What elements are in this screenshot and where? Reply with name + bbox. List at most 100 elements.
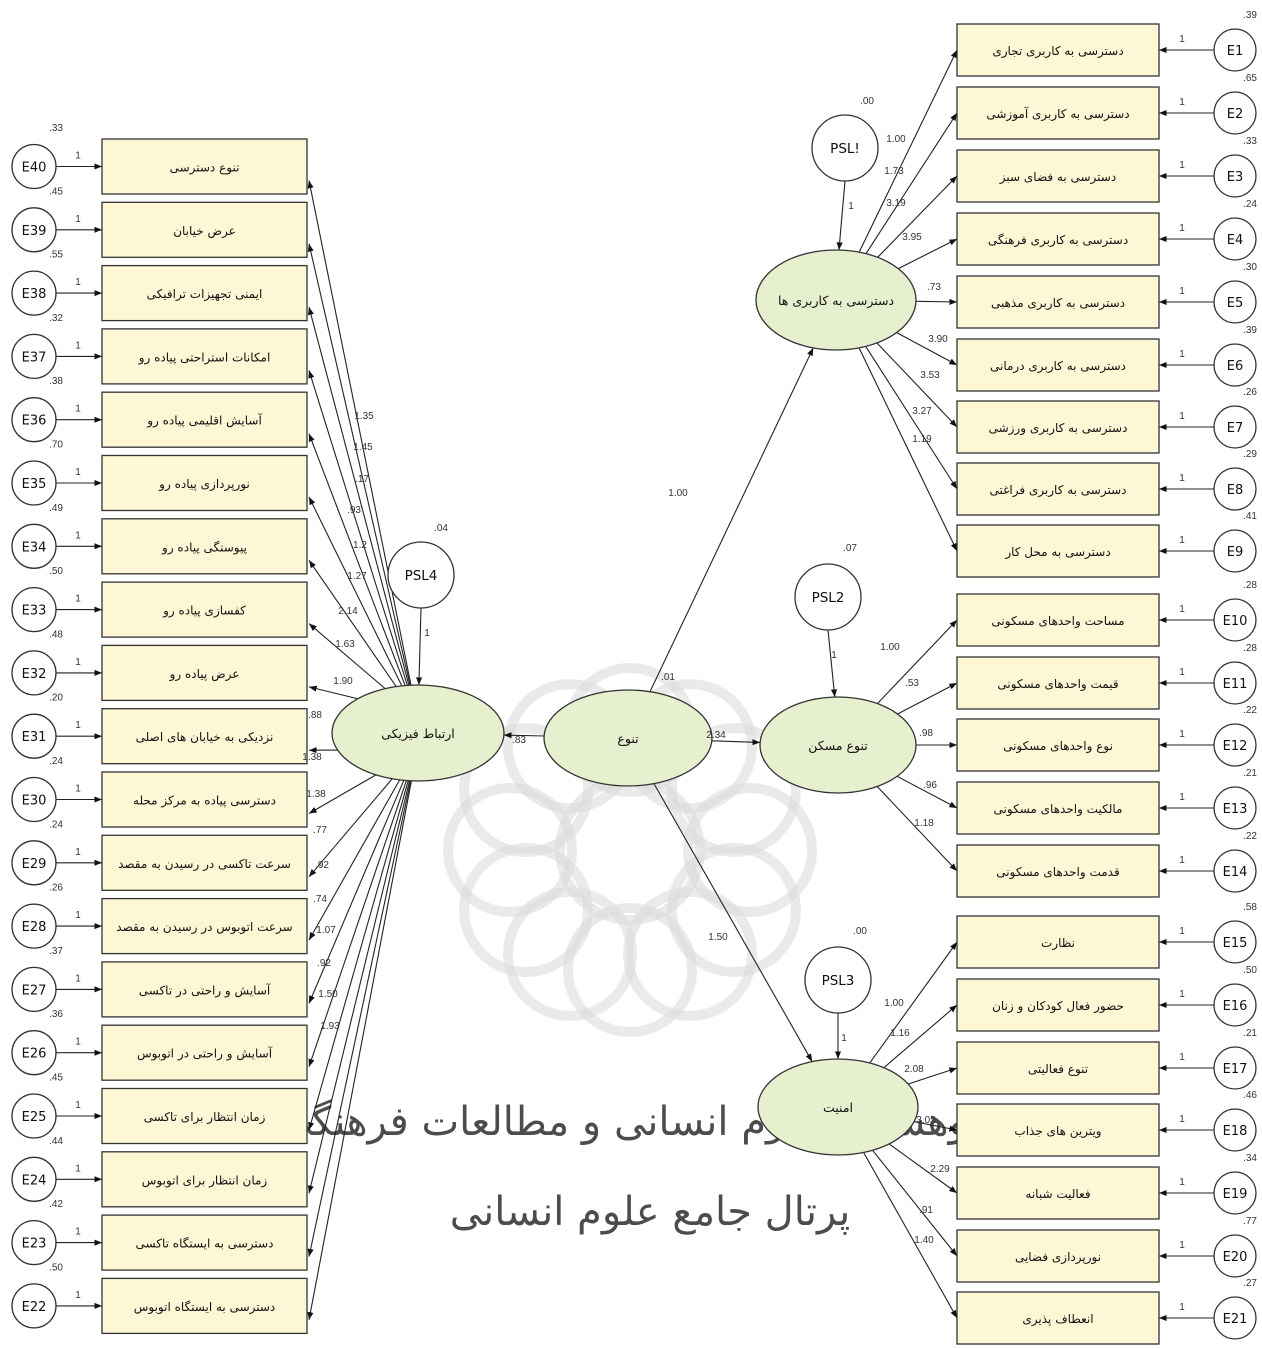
- physical-item-loading: .92: [315, 860, 329, 871]
- physical-item-error-weight: 1: [75, 1100, 81, 1111]
- physical-item-label: عرض خیابان: [173, 224, 236, 239]
- safety-item-error-weight: 1: [1179, 1052, 1185, 1063]
- housing-item-box: [956, 844, 1160, 898]
- residual-physical-arrow: [416, 607, 423, 686]
- physical-item-box: [101, 1087, 308, 1145]
- access-item-error-weight: 1: [1179, 34, 1185, 45]
- physical-item-loading-arrow: [308, 779, 401, 941]
- access-item-error: [1213, 154, 1257, 198]
- latent-land-use-access-label: دسترسی به کاربری ها: [778, 293, 894, 309]
- physical-item-r2: .32: [49, 313, 63, 324]
- housing-item-error: [1213, 661, 1257, 705]
- physical-item-error-weight: 1: [75, 973, 81, 984]
- safety-item-r2: .77: [1243, 1216, 1257, 1227]
- access-item-error-weight: 1: [1179, 286, 1185, 297]
- safety-item-error: [1213, 1108, 1257, 1152]
- physical-item-r2: .24: [49, 819, 63, 830]
- physical-item-box: [101, 201, 308, 258]
- housing-item-r2: .21: [1243, 768, 1257, 779]
- safety-item-error-label: E15: [1223, 936, 1248, 951]
- physical-item-loading-arrow: [307, 243, 411, 686]
- safety-item-box: [956, 915, 1160, 969]
- residual-housing: [794, 563, 862, 631]
- safety-item-error: [1213, 920, 1257, 964]
- latent-diversity-variance: .01: [661, 672, 675, 683]
- physical-item-r2: .26: [49, 883, 63, 894]
- access-item-loading-arrow: [898, 238, 958, 270]
- access-item-loading-arrow: [858, 49, 958, 253]
- safety-item-r2: .58: [1243, 902, 1257, 913]
- housing-item-box: [956, 656, 1160, 710]
- path-diversity-access: [649, 347, 814, 692]
- physical-item-error-label: E26: [22, 1047, 47, 1062]
- access-item-error: [1213, 217, 1257, 261]
- safety-item-r2: .46: [1243, 1090, 1257, 1101]
- physical-item-loading: .74: [313, 894, 327, 905]
- access-item-loading: 1.00: [886, 134, 906, 145]
- residual-access-variance: .00: [860, 96, 874, 107]
- housing-item-error-label: E13: [1223, 802, 1248, 817]
- residual-housing-arrow: [827, 629, 838, 698]
- access-item-box: [956, 400, 1160, 454]
- residual-physical-label: PSL4: [405, 568, 438, 584]
- path-diversity-physical: [503, 732, 545, 739]
- physical-item-error-weight: 1: [75, 277, 81, 288]
- physical-item-label: سرعت تاکسی در رسیدن به مقصد: [118, 857, 291, 872]
- housing-item-box: [956, 593, 1160, 647]
- access-item-label: دسترسی به فضای سبز: [999, 170, 1116, 185]
- safety-item-label: نورپردازی فضایی: [1015, 1250, 1101, 1265]
- physical-item-box: [101, 1024, 308, 1081]
- safety-item-error-label: E18: [1223, 1124, 1248, 1139]
- physical-item-label: دسترسی به ایستگاه تاکسی: [136, 1237, 274, 1252]
- physical-item-r2: .70: [49, 440, 63, 451]
- access-item-loading: 3.19: [886, 198, 906, 209]
- watermark-petal: [563, 903, 697, 1037]
- physical-item-label: نورپردازی پیاده رو: [158, 477, 250, 492]
- safety-item-box: [956, 1103, 1160, 1157]
- physical-item-label: کفسازی پیاده رو: [162, 604, 246, 619]
- safety-item-error-weight: 1: [1179, 1240, 1185, 1251]
- access-item-box: [956, 212, 1160, 266]
- physical-item-label: ایمنی تجهیزات ترافیکی: [147, 287, 263, 302]
- safety-item-error-weight: 1: [1179, 926, 1185, 937]
- safety-item-error: [1213, 1234, 1257, 1278]
- physical-item-r2: .44: [49, 1136, 63, 1147]
- physical-item-box: [101, 708, 308, 765]
- access-item-loading: 3.95: [902, 232, 922, 243]
- access-item-error-weight: 1: [1179, 411, 1185, 422]
- physical-item-loading-arrow: [308, 778, 393, 878]
- safety-item-loading-arrow: [914, 1121, 958, 1132]
- physical-item-error-weight: 1: [75, 340, 81, 351]
- physical-item-error-label: E38: [22, 287, 47, 302]
- access-item-error-weight: 1: [1179, 349, 1185, 360]
- housing-item-error: [1213, 598, 1257, 642]
- access-item-loading-arrow: [896, 332, 958, 366]
- access-item-error-label: E2: [1227, 107, 1244, 122]
- physical-item-label: زمان انتظار برای اتوبوس: [142, 1173, 268, 1188]
- housing-item-loading: .53: [905, 678, 919, 689]
- physical-item-loading-arrow: [307, 780, 411, 1194]
- physical-item-box: [101, 391, 308, 448]
- access-item-label: دسترسی به کاربری آموزشی: [986, 106, 1129, 122]
- residual-safety-weight: 1: [841, 1033, 847, 1044]
- physical-item-loading-arrow: [308, 685, 358, 700]
- safety-item-box: [956, 1229, 1160, 1283]
- access-item-error: [1213, 280, 1257, 324]
- access-item-error-label: E4: [1227, 233, 1244, 248]
- housing-item-box: [956, 718, 1160, 772]
- safety-item-label: نظارت: [1041, 936, 1075, 951]
- safety-item-loading: 2.29: [930, 1164, 950, 1175]
- physical-item-loading-arrow: [307, 180, 412, 686]
- physical-item-error: [11, 460, 57, 506]
- housing-item-loading-arrow: [897, 682, 958, 715]
- physical-item-error: [11, 1156, 57, 1202]
- access-item-error-label: E9: [1227, 545, 1244, 560]
- safety-item-error-label: E20: [1223, 1250, 1248, 1265]
- safety-item-error: [1213, 1296, 1257, 1340]
- physical-item-error-weight: 1: [75, 151, 81, 162]
- safety-item-loading-arrow: [883, 1004, 958, 1069]
- physical-item-error-label: E32: [22, 667, 47, 682]
- physical-item-error-label: E27: [22, 983, 47, 998]
- access-item-box: [956, 462, 1160, 516]
- safety-item-error-label: E17: [1223, 1062, 1248, 1077]
